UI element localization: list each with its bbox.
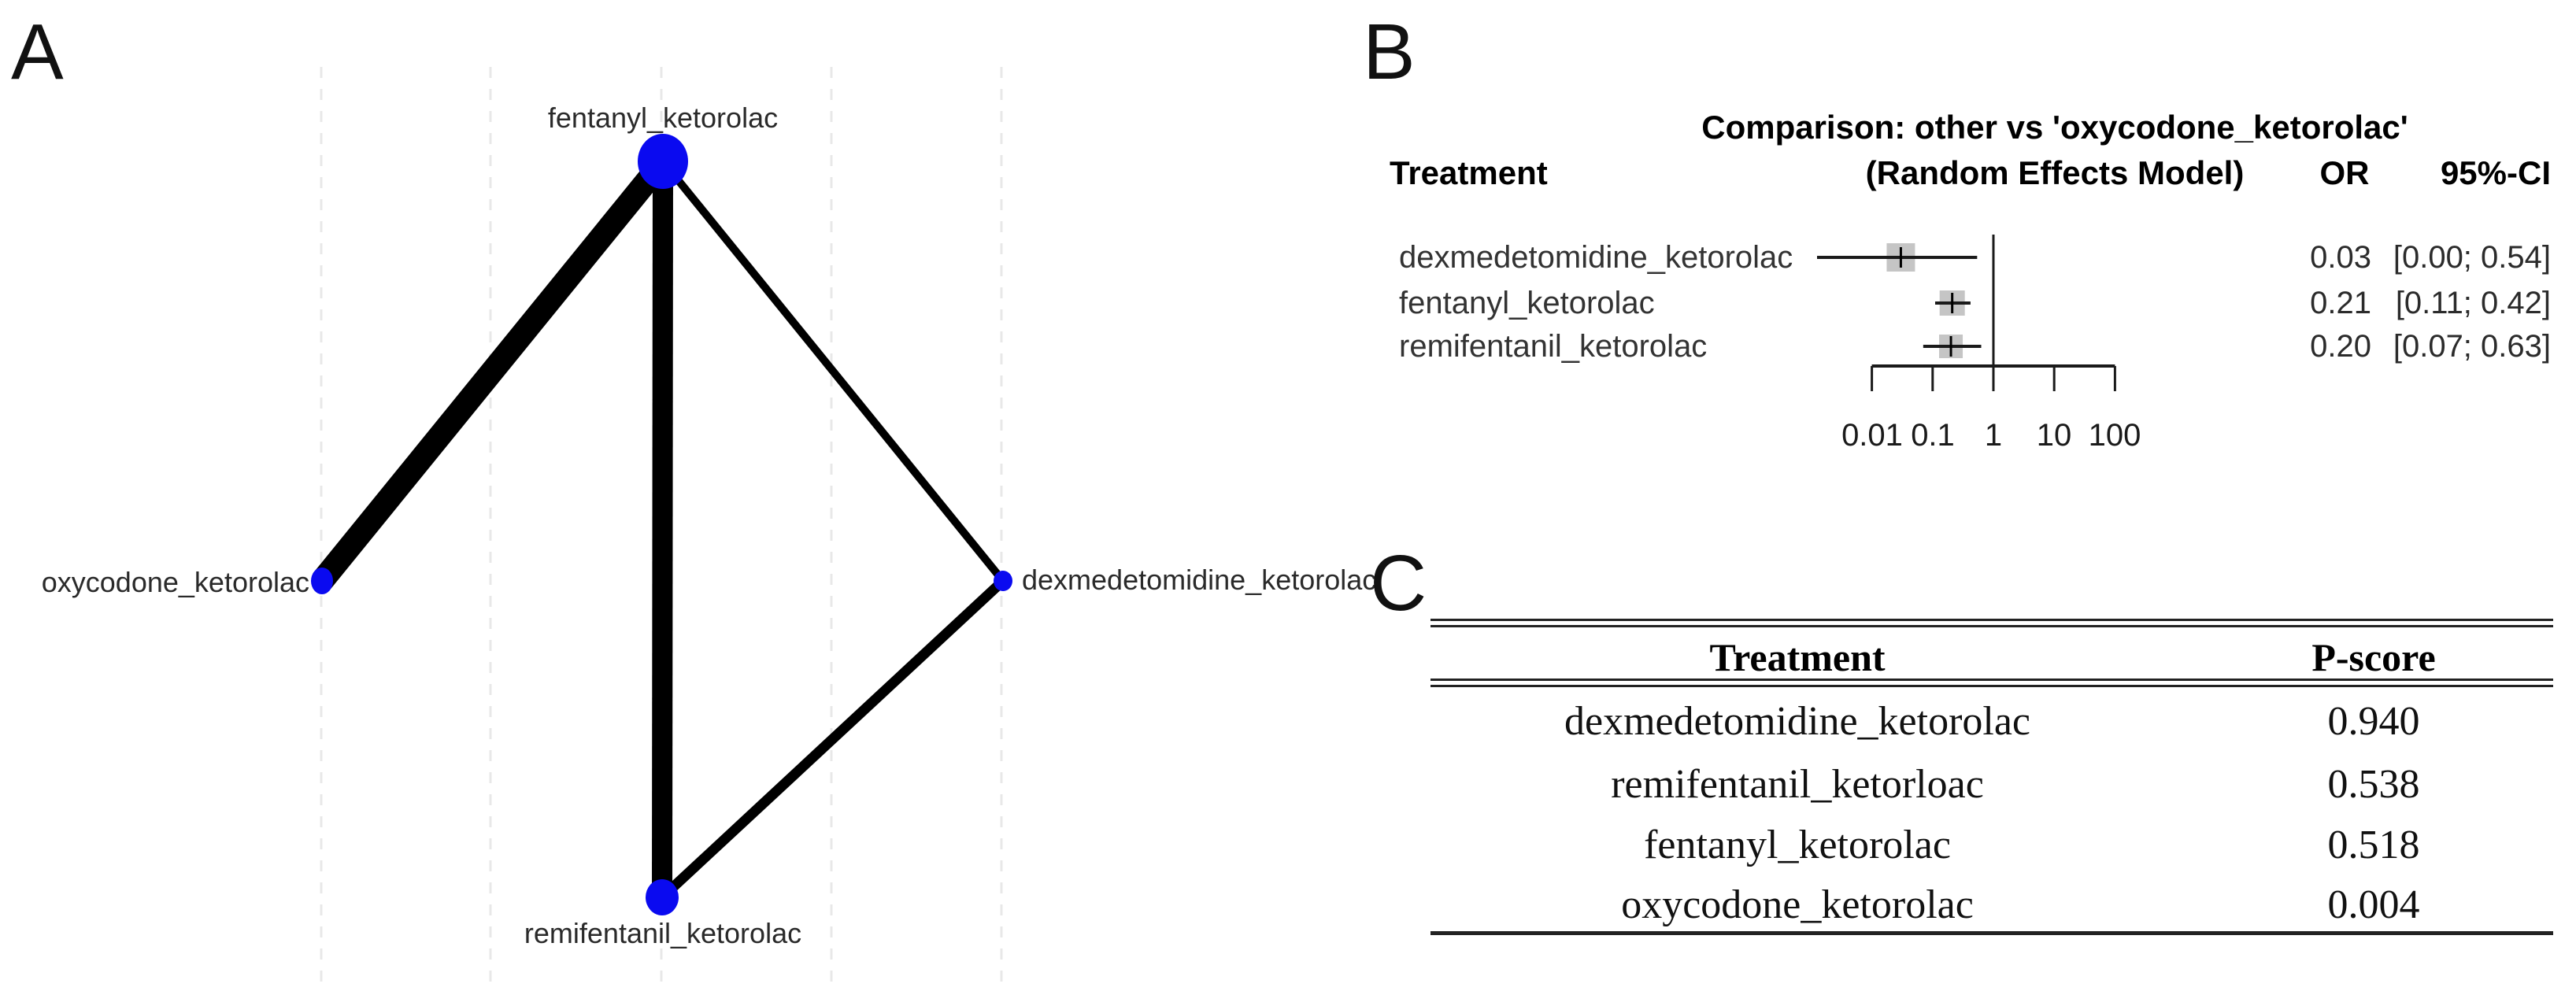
edge-fentanyl-oxycodone	[313, 153, 672, 589]
panel-a-label: A	[11, 8, 64, 96]
forest-row-label: dexmedetomidine_ketorolac	[1399, 240, 1793, 275]
table-cell-pscore: 0.940	[2327, 699, 2420, 744]
table-bottom-rule	[1430, 931, 2553, 935]
edge-remifentanil-dexmedetomidine	[658, 577, 1007, 901]
forest-column-ci: 95%-CI	[2440, 154, 2551, 191]
network-nodes	[311, 134, 1012, 915]
network-plot	[311, 67, 1012, 991]
forest-or-value: 0.20	[2310, 329, 2371, 364]
table-cell-treatment: remifentanil_ketorloac	[1611, 762, 1984, 807]
panel-c-label: C	[1370, 539, 1427, 627]
forest-axis-tick-label: 100	[2088, 418, 2141, 453]
table-cell-treatment: fentanyl_ketorolac	[1644, 823, 1951, 867]
forest-ci-value: [0.11; 0.42]	[2395, 286, 2551, 320]
forest-row-label: remifentanil_ketorolac	[1399, 329, 1708, 364]
forest-axis-tick-label: 0.01	[1841, 418, 1903, 453]
forest-axis-tick-label: 0.1	[1911, 418, 1955, 453]
table-header-treatment: Treatment	[1709, 635, 1886, 679]
table-header-rule-1	[1430, 679, 2553, 681]
network-node-label-oxycodone: oxycodone_ketorolac	[41, 566, 309, 598]
table-cell-pscore: 0.538	[2327, 762, 2420, 807]
table-cell-pscore: 0.518	[2327, 823, 2420, 867]
forest-or-value: 0.03	[2310, 240, 2371, 275]
forest-column-or: OR	[2319, 154, 2370, 191]
forest-ci-value: [0.07; 0.63]	[2393, 329, 2551, 364]
forest-row-label: fentanyl_ketorolac	[1399, 286, 1655, 320]
node-remifentanil-ketorolac	[646, 879, 679, 915]
forest-title: Comparison: other vs 'oxycodone_ketorola…	[1701, 109, 2408, 146]
table-top-rule-1	[1430, 619, 2553, 621]
network-node-label-fentanyl: fentanyl_ketorolac	[547, 102, 779, 134]
network-node-label-remifentanil: remifentanil_ketorolac	[524, 917, 802, 949]
edge-fentanyl-dexmedetomidine	[660, 158, 1006, 584]
forest-axis-tick-label: 1	[1984, 418, 2003, 453]
edge-fentanyl-remifentanil	[652, 161, 673, 898]
table-header-rule-2	[1430, 685, 2553, 687]
node-fentanyl-ketorolac	[638, 134, 688, 189]
table-cell-treatment: dexmedetomidine_ketorolac	[1564, 699, 2030, 744]
table-cell-pscore: 0.004	[2327, 882, 2420, 927]
forest-ci-value: [0.00; 0.54]	[2393, 240, 2551, 275]
forest-subtitle: (Random Effects Model)	[1865, 154, 2245, 191]
panel-b-label: B	[1363, 8, 1416, 96]
node-oxycodone-ketorolac	[311, 568, 333, 594]
network-edges	[313, 153, 1007, 901]
table-header-pscore: P-score	[2311, 635, 2436, 679]
table-top-rule-2	[1430, 625, 2553, 627]
forest-axis-tick-label: 10	[2036, 418, 2072, 453]
forest-column-treatment: Treatment	[1390, 154, 1548, 191]
node-dexmedetomidine-ketorolac	[994, 571, 1012, 591]
table-cell-treatment: oxycodone_ketorolac	[1621, 882, 1974, 927]
forest-or-value: 0.21	[2310, 286, 2371, 320]
network-node-label-dexmedetomidine: dexmedetomidine_ketorolac	[1022, 564, 1377, 596]
